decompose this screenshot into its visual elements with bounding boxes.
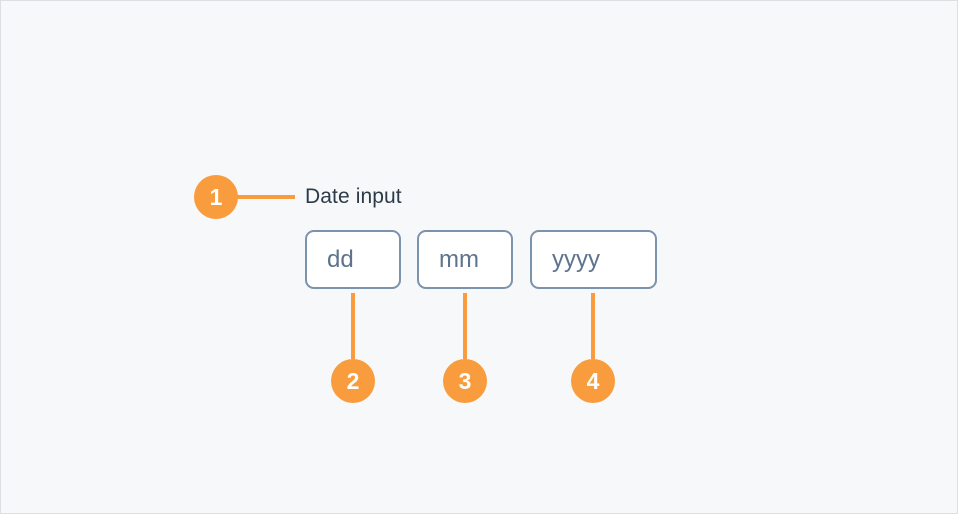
callout-connector-4 — [591, 293, 595, 359]
day-field[interactable] — [305, 230, 401, 289]
month-field[interactable] — [417, 230, 513, 289]
date-input-label: Date input — [305, 185, 402, 208]
callout-badge-3[interactable]: 3 — [443, 359, 487, 403]
callout-badge-2[interactable]: 2 — [331, 359, 375, 403]
callout-badge-1[interactable]: 1 — [194, 175, 238, 219]
callout-badge-4[interactable]: 4 — [571, 359, 615, 403]
callout-connector-1 — [237, 195, 295, 199]
callout-connector-3 — [463, 293, 467, 359]
year-field[interactable] — [530, 230, 657, 289]
callout-connector-2 — [351, 293, 355, 359]
